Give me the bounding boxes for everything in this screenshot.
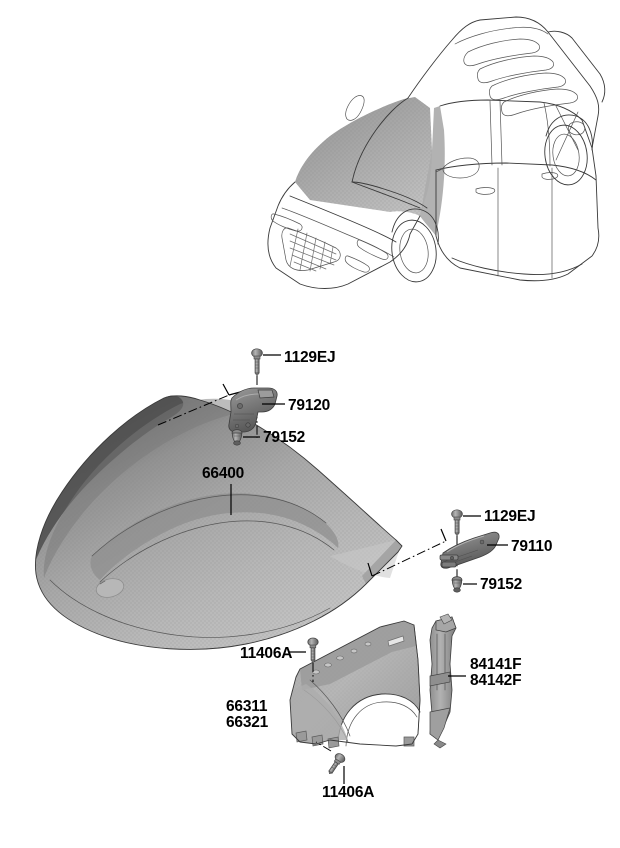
vehicle-hood-stipple — [295, 97, 432, 216]
door-glass-divider-2 — [499, 100, 503, 166]
side-cover-bracket-icon — [429, 613, 466, 749]
rocker-outline — [451, 257, 583, 275]
roof-rear-outline — [547, 30, 606, 103]
hood-left-bracket-tick — [222, 383, 230, 396]
fender-panel-icon — [289, 620, 421, 749]
flange-nut-icon — [231, 429, 243, 446]
fender-wheel-arch-inner — [345, 701, 418, 747]
fender-lower-face — [290, 684, 348, 744]
hex-flange-bolt-icon — [451, 509, 463, 537]
left-hinge-group — [157, 348, 285, 446]
hood-crease-line-lower — [99, 520, 335, 583]
front-wheel-outline — [391, 219, 437, 283]
vehicle-line-drawing — [267, 16, 606, 289]
side-cover-tail — [433, 739, 447, 749]
part-number-66321: 66321 — [226, 714, 269, 731]
rear-wheel-arch — [545, 114, 593, 151]
part-number-11406A-lower: 11406A — [322, 784, 374, 801]
fender-upper-face — [300, 621, 416, 690]
windshield-lower-outline — [351, 181, 428, 209]
right-hinge-group — [367, 509, 508, 593]
hood-rear-edge — [362, 540, 402, 584]
fender-bolt-lower-group — [315, 741, 346, 784]
side-cover-top-hook — [439, 613, 453, 625]
hood-front-edge — [289, 195, 397, 243]
fender-character-line — [309, 679, 351, 737]
fender-panel-outline — [289, 620, 421, 747]
rear-door-handle — [541, 172, 559, 180]
part-number-1129EJ-left: 1129EJ — [284, 349, 335, 366]
headlamp-right — [356, 239, 389, 260]
hood-panel-stipple — [35, 395, 402, 650]
hood-washer-nozzle — [95, 578, 125, 598]
side-cover-lower-lip — [429, 707, 451, 741]
fuel-door — [567, 121, 586, 136]
part-number-66400: 66400 — [202, 465, 244, 482]
part-number-84141F: 84141F — [470, 656, 521, 673]
flange-nut-icon — [451, 576, 463, 593]
hex-flange-bolt-icon — [251, 348, 263, 377]
part-number-79152-right: 79152 — [480, 576, 522, 593]
headlamp-left — [270, 213, 303, 232]
front-wheel-rim — [399, 228, 429, 274]
fender-wheel-arch-lip — [337, 693, 421, 747]
part-number-79120: 79120 — [288, 397, 330, 414]
hood-washer-nozzle-detail — [99, 580, 106, 585]
part-number-1129EJ-right: 1129EJ — [484, 508, 535, 525]
hex-flange-bolt-icon — [328, 753, 346, 775]
antenna-outline — [345, 95, 365, 121]
hood-to-right-hinge-tieline — [371, 540, 447, 577]
fender-wheel-arch — [338, 693, 420, 746]
hood-right-bracket-tick — [367, 562, 373, 577]
hood-panel-outline — [35, 395, 403, 650]
hood-center-crease — [90, 493, 339, 580]
mirror-arm — [435, 167, 445, 173]
hood-right-bracket-tick2 — [440, 528, 447, 542]
c-pillar-outline — [555, 105, 579, 161]
hinge-bracket-icon — [228, 387, 278, 433]
b-pillar-outline — [543, 102, 551, 167]
lower-fender-bolt-axis — [315, 741, 332, 752]
hood-right-highlight — [330, 540, 400, 578]
fender-side-repeater — [387, 635, 405, 647]
rear-wheel-rim — [552, 133, 580, 177]
vehicle-fender-shading — [420, 106, 445, 236]
hood-panel-icon — [35, 395, 403, 650]
beltline-outline — [435, 162, 597, 181]
windshield-outline — [351, 97, 421, 209]
front-wheel-arch — [391, 208, 439, 245]
hood-crease-line — [91, 494, 327, 557]
roof-rails-outline — [454, 26, 549, 45]
hex-flange-bolt-icon — [307, 637, 319, 664]
front-door-handle — [475, 187, 496, 195]
hinge-bracket-icon — [439, 531, 500, 569]
part-number-79152-left: 79152 — [263, 429, 305, 446]
grille-outline — [281, 227, 341, 271]
roof-ribs — [463, 38, 578, 117]
part-number-11406A-upper: 11406A — [240, 645, 292, 662]
hood-upper-shade — [43, 398, 246, 578]
hood-side-line — [49, 579, 331, 638]
door-glass-divider-1 — [489, 100, 493, 166]
roof-outline — [407, 16, 600, 149]
lower-air-intake — [344, 255, 370, 273]
part-number-66311: 66311 — [226, 698, 268, 715]
side-mirror-outline — [442, 157, 480, 179]
part-number-79110: 79110 — [511, 538, 552, 555]
fender-bolt-upper-group — [288, 637, 319, 682]
grille-mesh — [289, 228, 337, 272]
rear-wheel-outline — [544, 124, 588, 186]
part-number-84142F: 84142F — [470, 672, 521, 689]
fender-top-flange-holes — [312, 641, 372, 675]
hood-to-left-hinge-tieline — [157, 394, 230, 426]
body-side-outline — [435, 169, 600, 282]
side-cover-mid-notch — [429, 671, 451, 687]
